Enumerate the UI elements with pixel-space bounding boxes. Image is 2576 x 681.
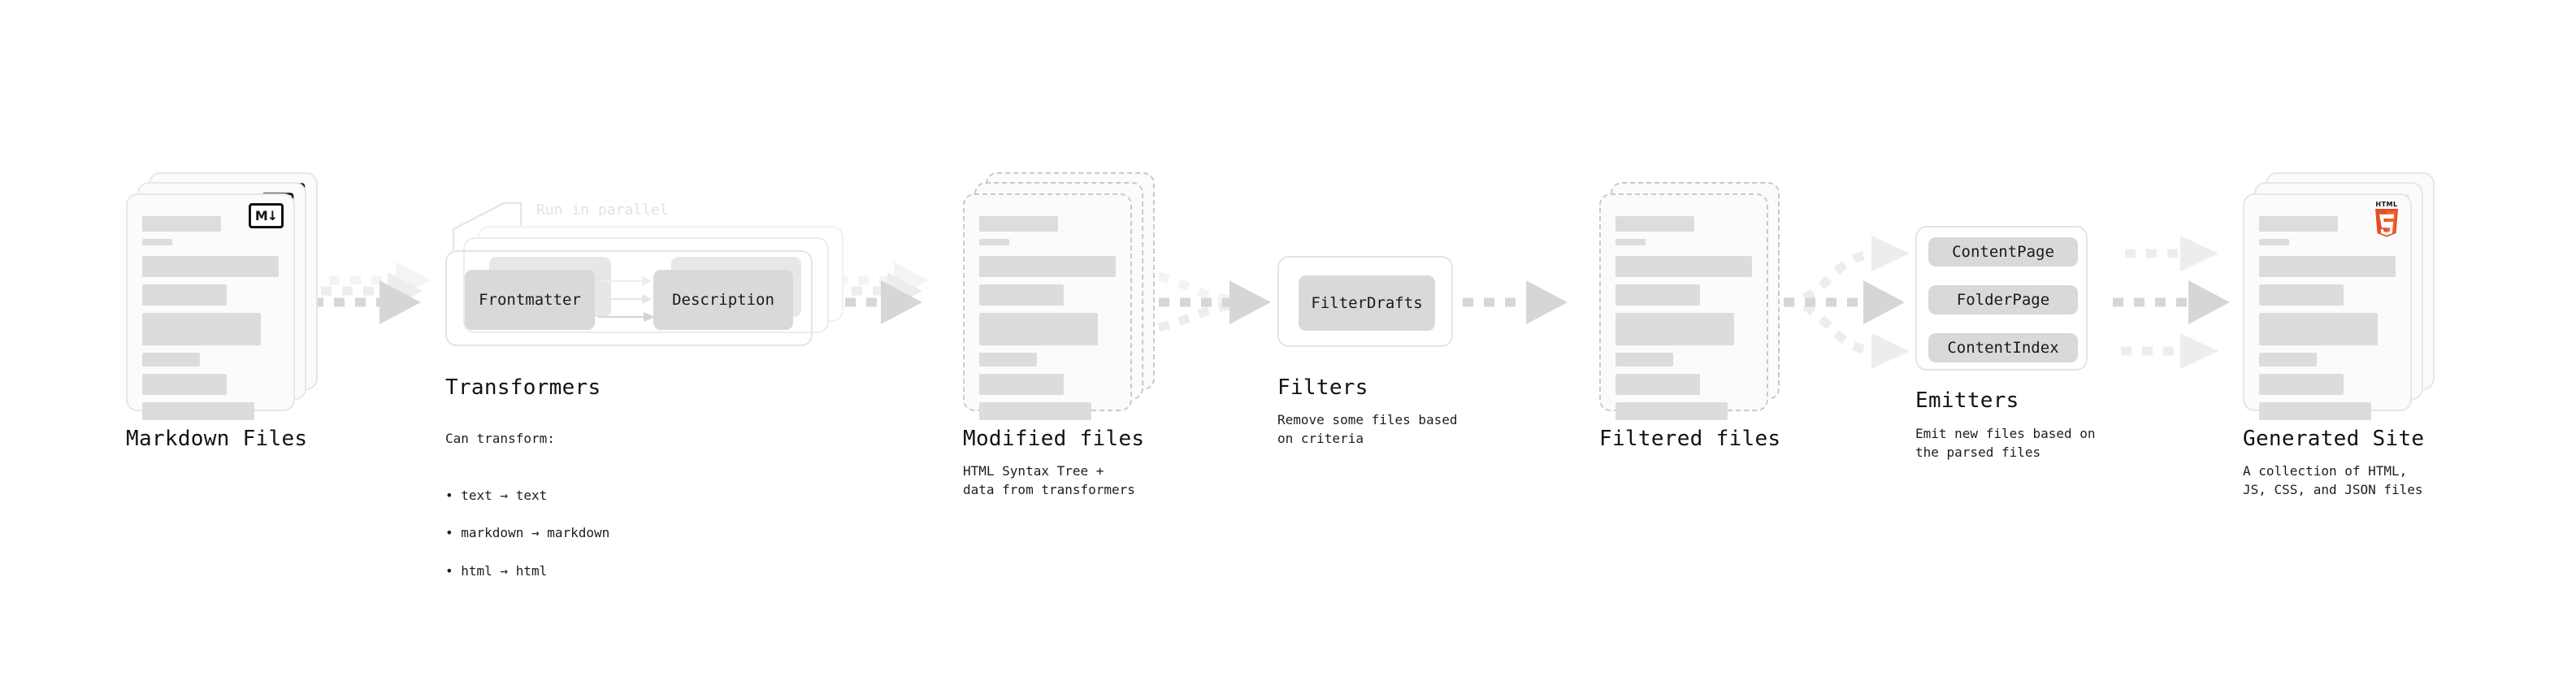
emitters-title: Emitters	[1915, 388, 2019, 413]
transformer-box-front: Frontmatter Description	[445, 250, 813, 346]
generated-site-title: Generated Site	[2243, 427, 2425, 451]
transformers-subtitle: Can transform: text → text markdown → ma…	[445, 410, 609, 618]
transformers-bullets: text → text markdown → markdown html → h…	[445, 467, 609, 599]
arrow-filtered-to-emitters	[1783, 236, 1910, 369]
site-file-card-html: HTML	[2243, 193, 2412, 420]
filter-chip-filterdrafts[interactable]: FilterDrafts	[1299, 275, 1435, 331]
emitter-chip-contentindex[interactable]: ContentIndex	[1928, 333, 2078, 362]
markdown-icon: M↓	[249, 203, 284, 228]
bullet-markdown: markdown → markdown	[445, 523, 609, 542]
modified-files-title: Modified files	[963, 427, 1145, 451]
transformer-inner-arrows	[598, 276, 655, 322]
markdown-files-title: Markdown Files	[126, 427, 308, 451]
filters-subtitle: Remove some files based on criteria	[1277, 412, 1458, 447]
emitter-chip-contentpage[interactable]: ContentPage	[1928, 237, 2078, 267]
emitters-subtitle: Emit new files based on the parsed files	[1915, 426, 2096, 461]
html5-icon: HTML	[2373, 202, 2400, 240]
modified-files-subtitle: HTML Syntax Tree + data from transformer…	[963, 463, 1135, 498]
file-content-placeholder	[1615, 216, 1752, 420]
filters-title: Filters	[1277, 375, 1368, 400]
transformer-chip-description[interactable]: Description	[653, 270, 793, 330]
filters-box: FilterDrafts	[1277, 256, 1453, 347]
bullet-html: html → html	[445, 562, 609, 580]
arrow-markdown-to-transformers	[313, 262, 431, 324]
transformers-title: Transformers	[445, 375, 601, 400]
stage-transformers: Run in parallel Frontmatter Description	[439, 195, 861, 349]
filtered-files-title: Filtered files	[1599, 427, 1781, 451]
markdown-file-card-front: M↓	[126, 193, 295, 420]
bullet-text: text → text	[445, 486, 609, 505]
transformer-chip-frontmatter[interactable]: Frontmatter	[465, 270, 595, 330]
file-content-placeholder	[2259, 216, 2396, 420]
modified-file-card-front	[963, 193, 1132, 420]
emitters-box: ContentPage FolderPage ContentIndex	[1915, 226, 2088, 371]
filtered-file-card-front	[1599, 193, 1768, 420]
file-content-placeholder	[979, 216, 1116, 420]
arrow-emitters-to-site	[2113, 236, 2230, 369]
stage-markdown-files: M↓ M↓ M↓	[126, 172, 321, 437]
stage-generated-site: CSS HTML	[2243, 172, 2446, 437]
arrow-filters-to-filtered	[1463, 280, 1568, 324]
stage-modified-files	[963, 172, 1158, 437]
file-content-placeholder	[142, 216, 279, 420]
emitter-chip-folderpage[interactable]: FolderPage	[1928, 285, 2078, 314]
generated-site-subtitle: A collection of HTML, JS, CSS, and JSON …	[2243, 463, 2423, 498]
stage-filtered-files	[1599, 182, 1794, 437]
run-in-parallel-label: Run in parallel	[536, 202, 669, 219]
transformers-subtitle-lead: Can transform:	[445, 431, 555, 447]
run-in-parallel-bracket	[452, 202, 523, 250]
